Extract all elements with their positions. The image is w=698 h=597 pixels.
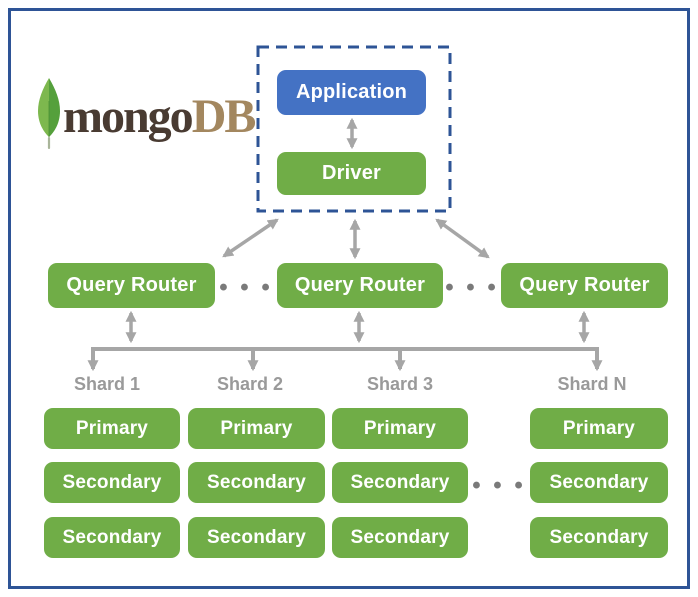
brand-wordmark: mongoDB [63, 90, 257, 143]
shard-1-primary-node: Primary [44, 408, 180, 449]
driver-node: Driver [277, 152, 426, 195]
query-router-2-node: Query Router [277, 263, 443, 308]
shard-n-secondary-node-1: Secondary [530, 462, 668, 503]
shard-3-secondary-node-2: Secondary [332, 517, 468, 558]
mongodb-logo: mongoDB [36, 76, 256, 154]
shard-1-secondary-node-1: Secondary [44, 462, 180, 503]
shard-n-label: Shard N [557, 374, 627, 394]
shard-2-secondary-node-1: Secondary [188, 462, 325, 503]
shard-n-secondary-node-2: Secondary [530, 517, 668, 558]
brand-suffix: DB [191, 90, 257, 143]
brand-prefix: mongo [63, 90, 194, 143]
shard-3-label: Shard 3 [366, 374, 434, 394]
shard-1-secondary-node-2: Secondary [44, 517, 180, 558]
mongodb-leaf-icon [38, 78, 60, 149]
router-ellipsis-right: • • • [445, 274, 499, 301]
shard-3-primary-node: Primary [332, 408, 468, 449]
shard-ellipsis: • • • [472, 472, 526, 499]
application-node: Application [277, 70, 426, 115]
shard-3-secondary-node-1: Secondary [332, 462, 468, 503]
diagram-frame [8, 8, 690, 589]
shard-n-primary-node: Primary [530, 408, 668, 449]
query-router-1-node: Query Router [48, 263, 215, 308]
shard-2-primary-node: Primary [188, 408, 325, 449]
shard-1-label: Shard 1 [73, 374, 141, 394]
query-router-3-node: Query Router [501, 263, 668, 308]
shard-2-label: Shard 2 [216, 374, 284, 394]
shard-2-secondary-node-2: Secondary [188, 517, 325, 558]
router-ellipsis-left: • • • [219, 274, 273, 301]
